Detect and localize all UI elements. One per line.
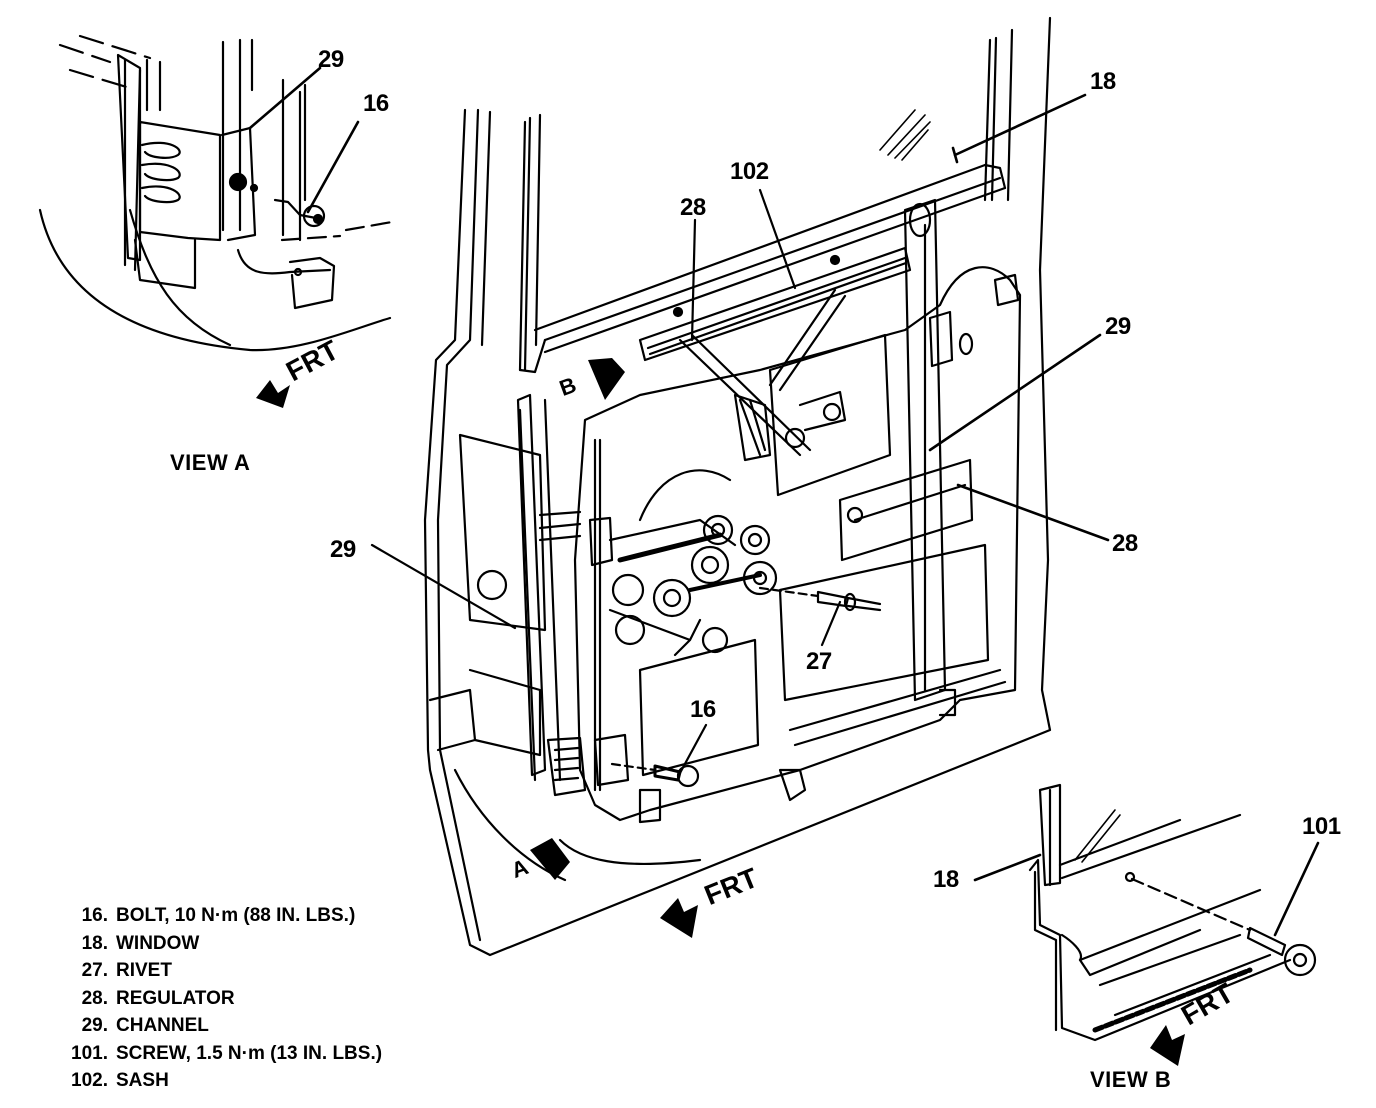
callout-102-sash: 102 [730, 158, 769, 185]
legend-item: 28. REGULATOR [50, 985, 382, 1013]
callout-29-channel-left: 29 [330, 536, 356, 563]
legend-text: WINDOW [116, 932, 200, 954]
parts-legend: 16.BOLT, 10 N·m (88 IN. LBS.) 18.WINDOW … [50, 902, 382, 1095]
legend-text: CHANNEL [116, 1015, 209, 1036]
callout-101-screw: 101 [1302, 813, 1341, 840]
legend-text: BOLT, 10 N·m (88 IN. LBS.) [116, 905, 356, 926]
view-a-title: VIEW A [170, 450, 251, 475]
legend-item: 16. BOLT, 10 N·m (88 IN. LBS.) [50, 902, 382, 930]
legend-number: 27. [81, 960, 108, 981]
legend-number: 18. [81, 932, 108, 954]
view-a-drawing [38, 34, 394, 408]
view-b-title: VIEW B [1090, 1067, 1172, 1092]
legend-item: 102. SASH [50, 1067, 382, 1095]
legend-item: 101. SCREW, 1.5 N·m (13 IN. LBS.) [50, 1040, 382, 1068]
legend-item: 18. WINDOW [50, 930, 382, 958]
legend-number: 29. [81, 1015, 108, 1036]
callout-28-regulator-top: 28 [680, 194, 706, 221]
legend-text: SCREW, 1.5 N·m (13 IN. LBS.) [116, 1042, 383, 1064]
legend-text: RIVET [116, 960, 172, 981]
legend-number: 28. [81, 987, 108, 1009]
legend-number: 16. [81, 905, 108, 926]
callout-16-bolt: 16 [690, 696, 716, 723]
callout-29-view-a: 29 [318, 46, 344, 73]
callout-29-channel-right: 29 [1105, 313, 1131, 340]
view-b-drawing [973, 783, 1320, 1066]
door-drawing [370, 16, 1110, 957]
legend-item: 27. RIVET [50, 957, 382, 985]
legend-number: 101. [71, 1042, 108, 1064]
legend-item: 29. CHANNEL [50, 1012, 382, 1040]
callout-18-view-b: 18 [933, 866, 959, 893]
legend-text: REGULATOR [116, 987, 235, 1009]
legend-number: 102. [71, 1070, 108, 1091]
callout-16-view-a: 16 [363, 90, 389, 117]
callout-27-rivet: 27 [806, 648, 832, 675]
legend-text: SASH [116, 1070, 169, 1091]
callout-18-window: 18 [1090, 68, 1116, 95]
callout-28-regulator-right: 28 [1112, 530, 1138, 557]
